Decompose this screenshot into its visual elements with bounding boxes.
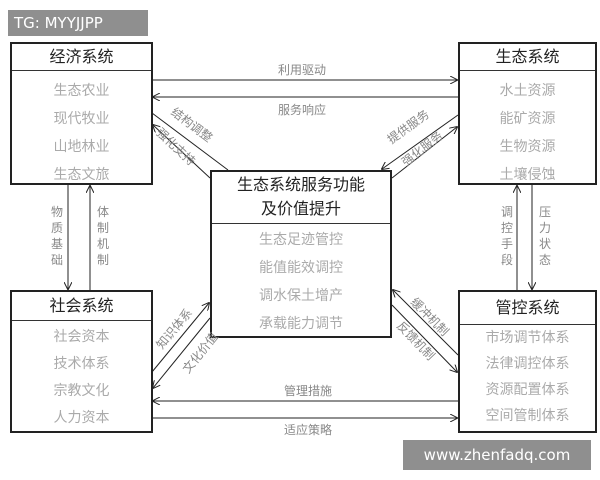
box-item: 土壤侵蚀 xyxy=(499,167,556,183)
box-title: 生态系统服务功能 及价值提升 xyxy=(212,172,390,224)
box-title: 生态系统 xyxy=(460,44,595,71)
center-box: 生态系统服务功能 及价值提升 生态足迹管控 能值能效调控 调水保土增产 承载能力… xyxy=(210,170,392,338)
box-title: 经济系统 xyxy=(12,44,151,71)
link-label: 调控手段 xyxy=(500,205,513,267)
box-item: 生物资源 xyxy=(499,139,556,155)
box-item: 能矿资源 xyxy=(499,111,556,127)
box-item: 人力资本 xyxy=(53,410,110,426)
box-item: 调水保土增产 xyxy=(259,288,343,304)
link-label: 管理措施 xyxy=(284,384,333,398)
box-item: 资源配置体系 xyxy=(485,382,570,398)
box-item: 空间管制体系 xyxy=(485,408,570,424)
watermark-bottom-right: www.zhenfadq.com xyxy=(403,440,591,470)
box-item: 水土资源 xyxy=(499,83,556,99)
economic-system-box: 经济系统 生态农业 现代牧业 山地林业 生态文旅 xyxy=(10,42,153,185)
title-line-2: 及价值提升 xyxy=(260,199,341,218)
box-item: 能值能效调控 xyxy=(259,260,343,276)
link-label: 适应策略 xyxy=(284,423,333,437)
arrow-br-b xyxy=(391,304,457,372)
box-item: 生态足迹管控 xyxy=(259,232,343,248)
box-item: 宗教文化 xyxy=(53,383,110,399)
box-item: 山地林业 xyxy=(53,139,110,155)
link-label: 压力状态 xyxy=(538,205,551,267)
watermark-top-left: TG: MYYJJPP xyxy=(8,10,148,36)
ecological-system-box: 生态系统 水土资源 能矿资源 生物资源 土壤侵蚀 xyxy=(458,42,597,185)
link-label: 体制机制 xyxy=(96,205,109,267)
box-title: 管控系统 xyxy=(460,292,595,325)
box-item: 市场调节体系 xyxy=(485,330,570,346)
title-line-1: 生态系统服务功能 xyxy=(236,175,365,194)
box-item: 生态农业 xyxy=(53,83,110,99)
arrow-tr-a xyxy=(382,114,459,169)
link-label: 物质基础 xyxy=(50,205,63,267)
arrow-tl-b xyxy=(153,125,211,179)
arrow-br-a xyxy=(393,290,459,356)
box-item: 社会资本 xyxy=(53,329,110,345)
box-item: 生态文旅 xyxy=(53,167,110,183)
link-label: 利用驱动 xyxy=(278,63,327,77)
arrow-tl-a xyxy=(151,112,229,171)
box-title: 社会系统 xyxy=(12,292,151,321)
arrow-tr-b xyxy=(391,127,457,179)
link-label: 服务响应 xyxy=(278,103,327,117)
box-item: 承载能力调节 xyxy=(259,316,343,332)
box-item: 现代牧业 xyxy=(53,111,110,127)
arrow-bl-a xyxy=(151,303,209,373)
control-system-box: 管控系统 市场调节体系 法律调控体系 资源配置体系 空间管制体系 xyxy=(458,290,597,433)
arrow-bl-b xyxy=(153,317,211,388)
box-item: 法律调控体系 xyxy=(485,356,570,372)
box-item: 技术体系 xyxy=(53,356,110,372)
social-system-box: 社会系统 社会资本 技术体系 宗教文化 人力资本 xyxy=(10,290,153,433)
